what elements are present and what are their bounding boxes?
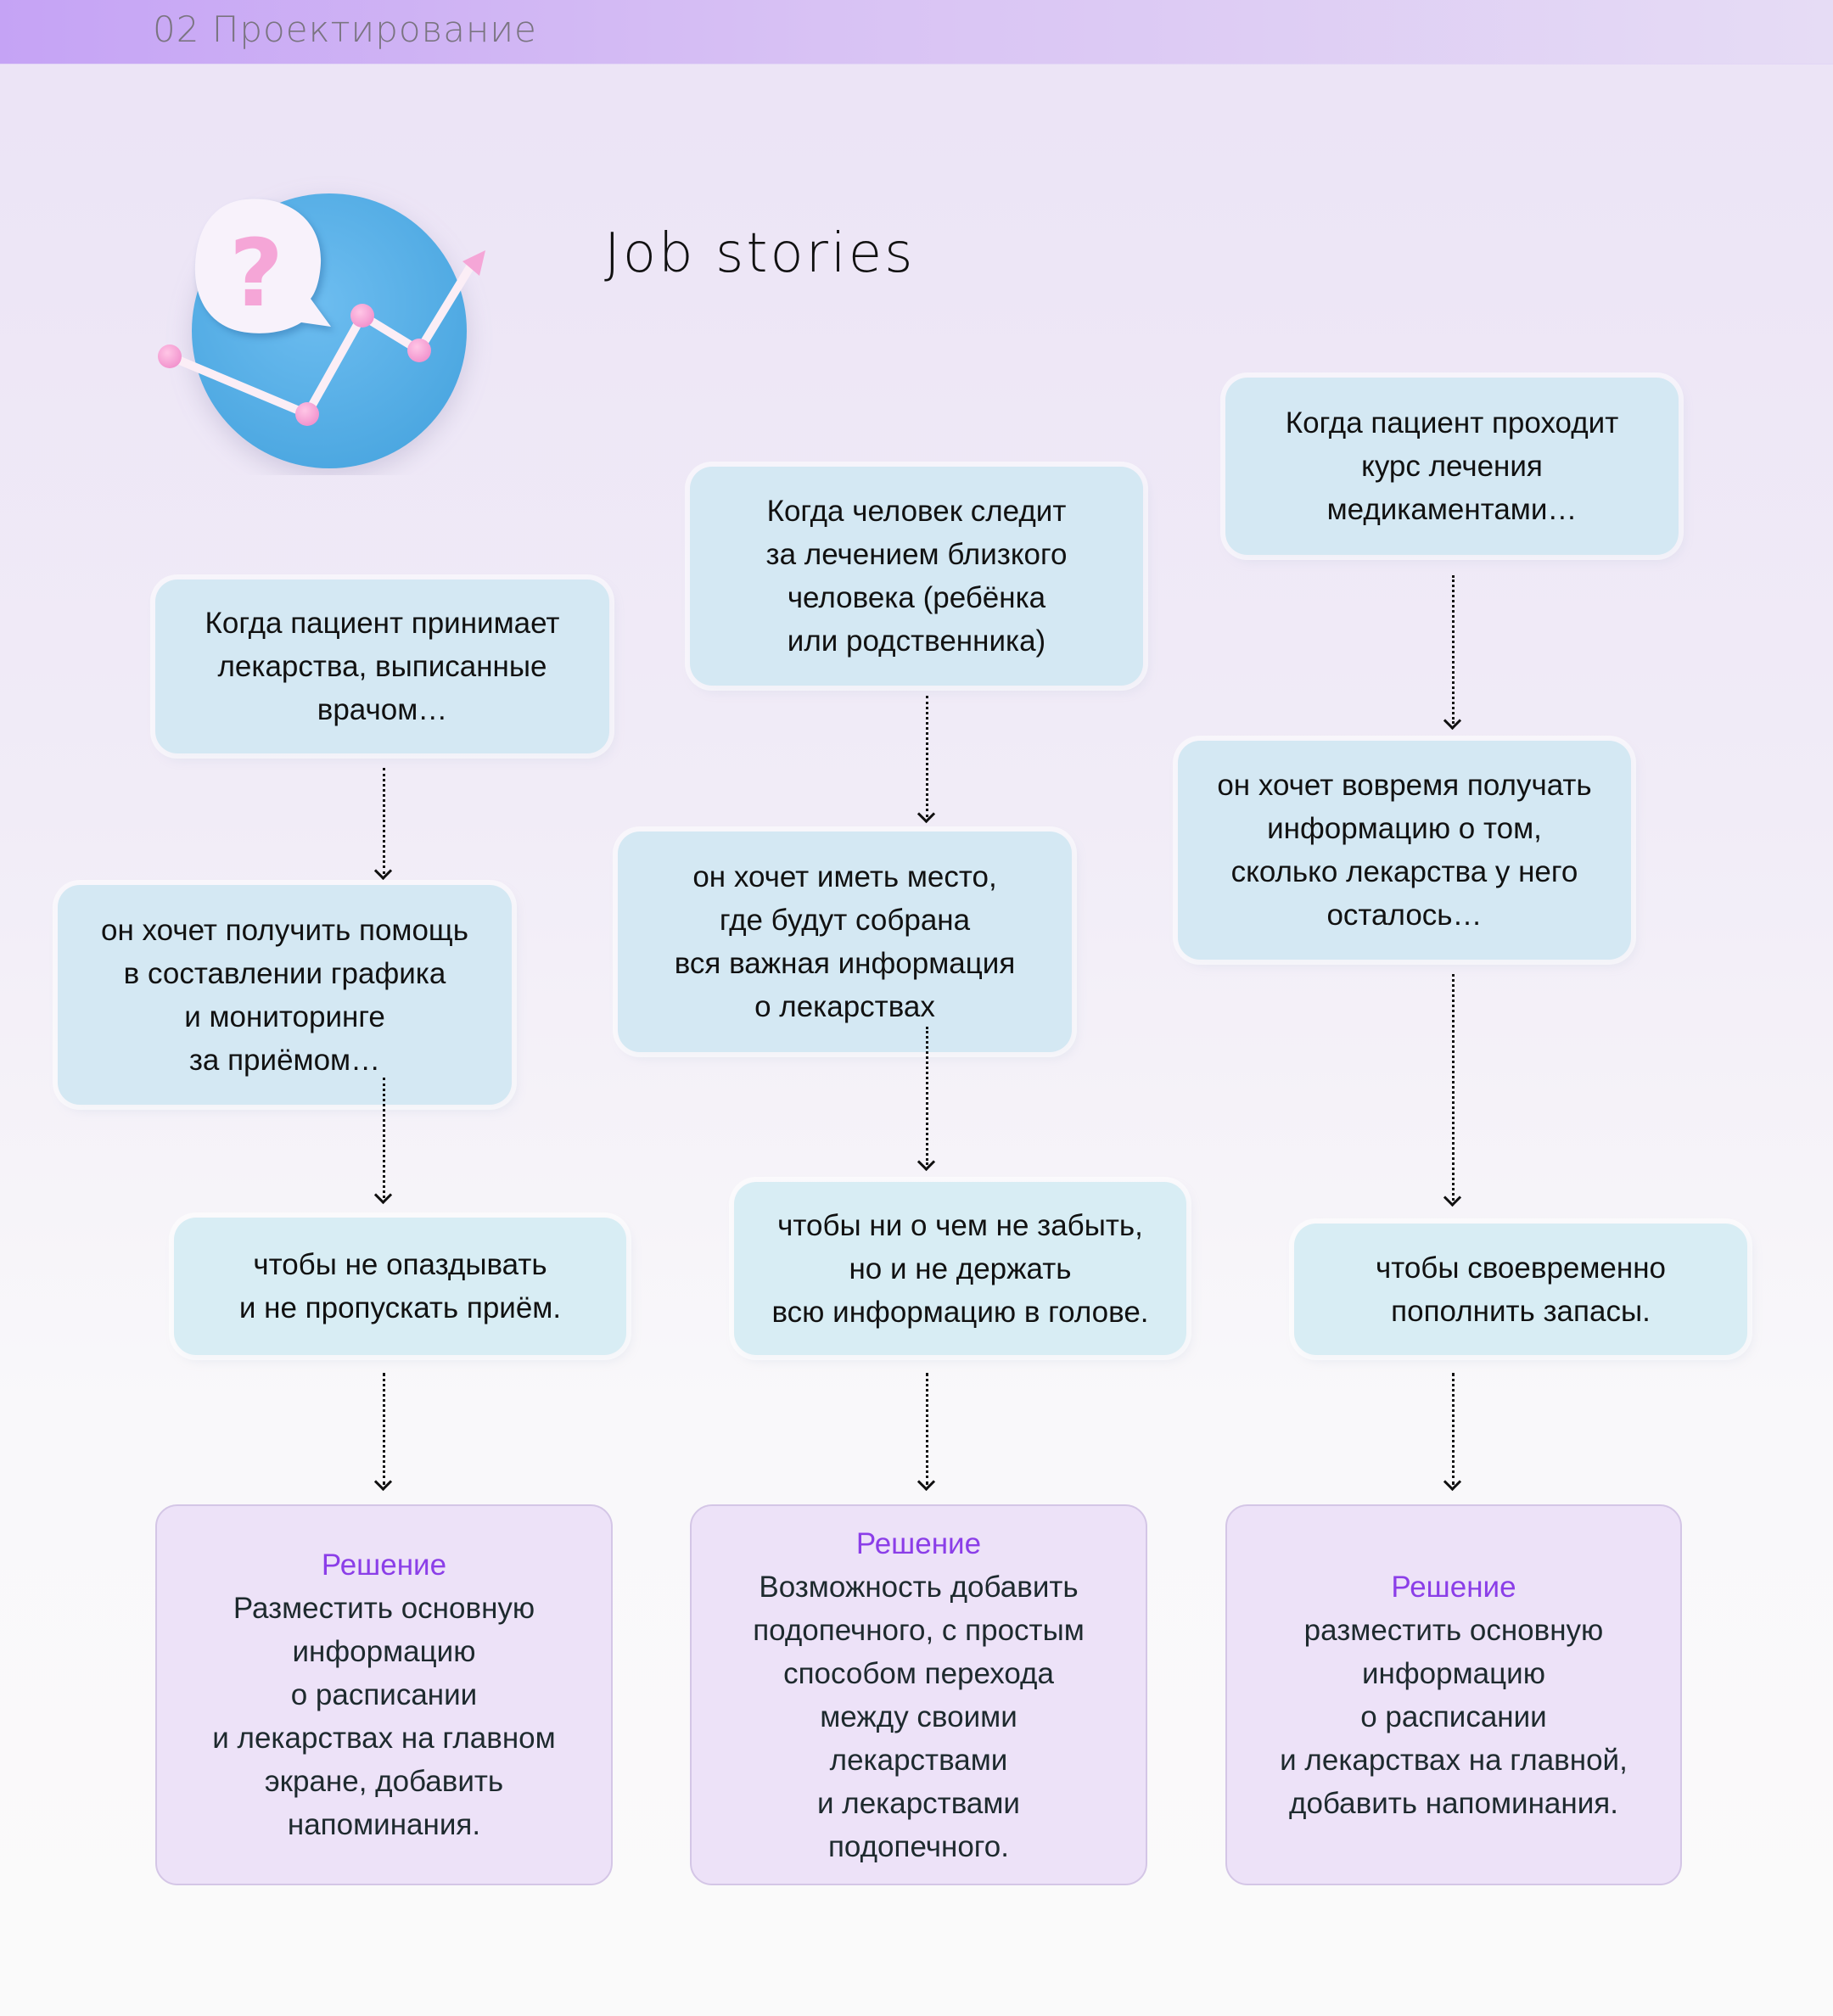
situation-card-1: Когда пациент принимает лекарства, выпис… [155,580,609,753]
question-chart-icon: ? [158,193,485,468]
motivation-text: он хочет вовремя получать информацию о т… [1217,769,1592,932]
situation-text: Когда человек следит за лечением близког… [765,495,1068,658]
outcome-card-2: чтобы ни о чем не забыть, но и не держат… [734,1182,1186,1355]
solution-card-3: Решение разместить основную информацию о… [1225,1504,1682,1885]
arrow-down-icon [371,768,396,881]
situation-text: Когда пациент проходит курс лечения меди… [1285,406,1619,526]
situation-card-2: Когда человек следит за лечением близког… [690,467,1143,686]
svg-text:?: ? [229,219,283,328]
solution-title: Решение [855,1526,982,1560]
solution-text: разместить основную информацию о расписа… [1280,1613,1628,1820]
situation-card-3: Когда пациент проходит курс лечения меди… [1225,378,1679,555]
motivation-card-2: он хочет иметь место, где будут собрана … [618,832,1072,1052]
outcome-text: чтобы ни о чем не забыть, но и не держат… [771,1208,1149,1329]
arrow-down-icon [371,1373,396,1492]
solution-card-1: Решение Разместить основную информацию о… [155,1504,613,1885]
page-title: Job stories [604,222,916,285]
outcome-card-1: чтобы не опаздывать и не пропускать приё… [174,1218,626,1355]
speech-bubble-icon: ? [194,199,331,333]
arrow-down-icon [914,1373,939,1492]
arrow-down-icon [1440,974,1466,1207]
outcome-text: чтобы не опаздывать и не пропускать приё… [238,1248,562,1324]
arrow-down-icon [914,696,939,824]
outcome-text: чтобы своевременно пополнить запасы. [1375,1251,1667,1328]
motivation-text: он хочет иметь место, где будут собрана … [674,860,1016,1023]
motivation-text: он хочет получить помощь в составлении г… [101,913,468,1077]
arrow-down-icon [371,1078,396,1205]
solution-title: Решение [1391,1570,1516,1604]
arrow-down-icon [1440,1373,1466,1492]
motivation-card-1: он хочет получить помощь в составлении г… [58,885,512,1105]
situation-text: Когда пациент принимает лекарства, выпис… [205,607,560,726]
solution-text: Возможность добавить подопечного, с прос… [753,1570,1085,1863]
arrow-down-icon [1440,575,1466,731]
motivation-card-3: он хочет вовремя получать информацию о т… [1178,741,1631,960]
arrow-down-icon [914,1027,939,1172]
solution-title: Решение [321,1548,447,1582]
section-title: 02 Проектирование [153,8,537,50]
chart-line-icon [158,250,485,426]
outcome-card-3: чтобы своевременно пополнить запасы. [1294,1224,1747,1355]
header-bar: 02 Проектирование [0,0,1833,64]
solution-card-2: Решение Возможность добавить подопечного… [690,1504,1147,1885]
solution-text: Разместить основную информацию о расписа… [212,1592,556,1841]
